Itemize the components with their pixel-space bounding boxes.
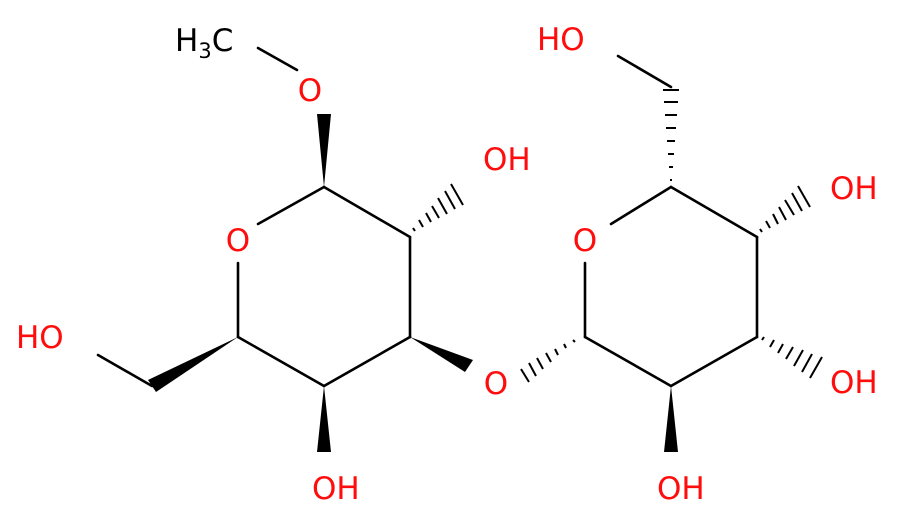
wedge-left-c1-ome: [317, 114, 331, 187]
glycosidic-oxygen-label: O: [484, 366, 508, 402]
wedge-left-c5-c6: [148, 337, 238, 392]
bond-right-c2-c1: [583, 335, 673, 388]
atom-labels: H3C O O OH HO OH O O HO OH OH OH: [16, 22, 878, 507]
right-c2-hydroxyl-label: OH: [657, 471, 705, 507]
left-ring-oxygen-label: O: [226, 223, 250, 259]
bond-right-c5-c4: [669, 185, 759, 239]
bond-left-c4-c5: [236, 335, 326, 388]
left-c4-hydroxyl-label: OH: [312, 471, 360, 507]
wedge-bonds: [148, 114, 678, 452]
wedge-left-c3-o: [410, 337, 473, 372]
methyl-label: H3C: [175, 23, 233, 63]
single-bonds: [96, 46, 759, 388]
bond-left-c1-c2: [322, 185, 412, 239]
left-c6-hydroxyl-label: HO: [16, 320, 64, 356]
hash-right-c4-oh: [759, 185, 811, 233]
wedge-left-c4-oh: [317, 386, 331, 452]
bond-left-o-c1: [256, 185, 326, 226]
hash-right-c3-oh: [761, 336, 823, 379]
hash-glyco-o-right-c1: [520, 339, 576, 383]
methoxy-oxygen-label: O: [298, 73, 322, 109]
bond-right-c3-c2: [669, 335, 759, 388]
wedge-right-c2-oh: [664, 386, 678, 452]
bond-left-c6-oh: [96, 353, 154, 388]
hash-right-c5-c6: [663, 89, 679, 181]
bond-right-c6-oh: [616, 54, 673, 89]
bond-left-c3-c4: [322, 335, 412, 388]
right-ring-oxygen-label: O: [573, 223, 597, 259]
left-c2-hydroxyl-label: OH: [483, 142, 531, 178]
hash-left-c2-oh: [412, 183, 464, 232]
right-c4-hydroxyl-label: OH: [830, 171, 878, 207]
hash-bonds: [412, 89, 823, 383]
bond-ch3-o: [256, 46, 299, 72]
right-c6-hydroxyl-label: HO: [537, 22, 585, 58]
bond-right-o-c5: [609, 185, 673, 226]
right-c3-hydroxyl-label: OH: [830, 365, 878, 401]
